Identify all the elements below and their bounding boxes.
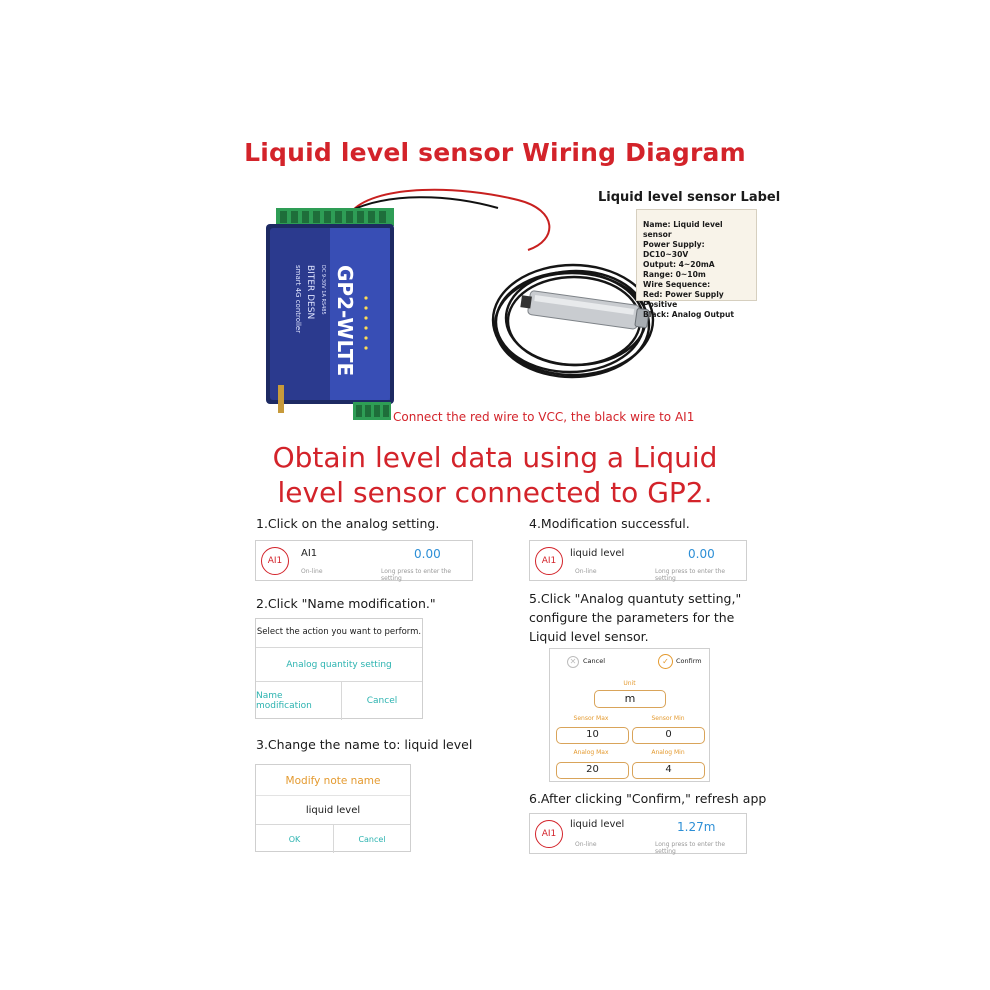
settings-cancel-button[interactable]: Cancel bbox=[583, 657, 606, 665]
sensor-label-card: Name: Liquid level sensor Power Supply: … bbox=[636, 209, 757, 319]
gp2-device: GP2-WLTE BITER DESN smart 4G controller … bbox=[266, 208, 394, 420]
level-sensor-probe bbox=[520, 290, 650, 330]
step-5-line-3: Liquid level sensor. bbox=[529, 629, 649, 644]
terminal-block-bottom bbox=[353, 402, 391, 420]
label-line: Power Supply: DC10~30V bbox=[643, 240, 705, 259]
ok-button[interactable]: OK bbox=[288, 834, 301, 844]
card-name: liquid level bbox=[570, 819, 625, 830]
cancel-button[interactable]: Cancel bbox=[366, 696, 398, 706]
sensor-min-label: Sensor Min bbox=[651, 715, 685, 722]
step-5-text: 5.Click "Analog quantuty setting," confi… bbox=[529, 589, 741, 646]
subtitle-line-1: Obtain level data using a Liquid bbox=[272, 441, 718, 474]
black-wire bbox=[347, 196, 499, 213]
antenna-connector bbox=[278, 385, 284, 413]
analog-max-field[interactable]: 20 bbox=[556, 762, 629, 779]
step-5-line-2: configure the parameters for the bbox=[529, 610, 735, 625]
analog-card-renamed[interactable]: AI1 liquid level 0.00 On-line Long press… bbox=[529, 540, 747, 582]
analog-card-ai1[interactable]: AI1 AI1 0.00 On-line Long press to enter… bbox=[255, 540, 473, 582]
label-line: Name: Liquid level sensor bbox=[643, 220, 723, 239]
card-hint: Long press to enter the setting bbox=[381, 568, 452, 582]
device-tagline-text: smart 4G controller bbox=[294, 265, 302, 333]
settings-confirm-button[interactable]: Confirm bbox=[676, 657, 702, 665]
rename-dialog-title: Modify note name bbox=[285, 775, 381, 787]
step-1-text: 1.Click on the analog setting. bbox=[256, 516, 440, 531]
card-hint: Long press to enter the setting bbox=[655, 841, 726, 855]
ai1-badge-icon: AI1 bbox=[535, 820, 563, 848]
analog-min-label: Analog Min bbox=[651, 749, 685, 756]
sensor-max-label: Sensor Max bbox=[573, 715, 609, 722]
ai1-badge-icon: AI1 bbox=[535, 547, 563, 575]
label-heading: Liquid level sensor Label bbox=[598, 190, 781, 205]
connect-note: Connect the red wire to VCC, the black w… bbox=[393, 410, 695, 424]
ai1-badge-icon: AI1 bbox=[261, 547, 289, 575]
unit-label: Unit bbox=[623, 680, 636, 687]
card-hint: Long press to enter the setting bbox=[655, 568, 726, 582]
device-brand-text: BITER DESN bbox=[305, 265, 315, 319]
label-line: Wire Sequence: bbox=[643, 280, 711, 289]
name-modification-button[interactable]: Name modification bbox=[256, 691, 312, 711]
label-line: Range: 0~10m bbox=[643, 270, 706, 279]
analog-card-result[interactable]: AI1 liquid level 1.27m On-line Long pres… bbox=[529, 813, 747, 855]
card-value: 1.27m bbox=[677, 820, 716, 834]
card-status: On-line bbox=[575, 841, 597, 848]
action-dialog: Select the action you want to perform. A… bbox=[255, 618, 423, 720]
analog-quantity-setting-button[interactable]: Analog quantity setting bbox=[286, 659, 392, 670]
step-6-text: 6.After clicking "Confirm," refresh app bbox=[529, 791, 767, 806]
red-wire bbox=[352, 188, 551, 251]
step-3-text: 3.Change the name to: liquid level bbox=[256, 737, 473, 752]
confirm-check-icon[interactable]: ✓ bbox=[658, 654, 673, 669]
cancel-x-icon[interactable]: ✕ bbox=[567, 656, 579, 668]
card-status: On-line bbox=[575, 568, 597, 575]
action-prompt: Select the action you want to perform. bbox=[256, 627, 422, 637]
label-line: Black: Analog Output bbox=[643, 310, 735, 319]
name-input[interactable]: liquid level bbox=[256, 795, 410, 824]
sensor-max-field[interactable]: 10 bbox=[556, 727, 629, 744]
rename-cancel-button[interactable]: Cancel bbox=[358, 834, 386, 844]
card-value: 0.00 bbox=[688, 547, 715, 561]
subtitle-line-2: level sensor connected to GP2. bbox=[277, 476, 713, 509]
card-status: On-line bbox=[301, 568, 323, 575]
wiring-illustration: GP2-WLTE BITER DESN smart 4G controller … bbox=[266, 188, 655, 420]
device-spec-text: DC 9-30V 1A RS485 bbox=[320, 265, 326, 315]
step-2-text: 2.Click "Name modification." bbox=[256, 596, 436, 611]
label-line: Red: Power Supply Positive bbox=[643, 290, 724, 309]
unit-field[interactable]: m bbox=[594, 690, 666, 708]
analog-settings-panel: ✕ Cancel ✓ Confirm Unit m Sensor Max Sen… bbox=[549, 648, 710, 782]
step-4-text: 4.Modification successful. bbox=[529, 516, 690, 531]
page-title: Liquid level sensor Wiring Diagram bbox=[244, 138, 746, 167]
step-5-line-1: 5.Click "Analog quantuty setting," bbox=[529, 591, 742, 606]
rename-dialog: Modify note name liquid level OK Cancel bbox=[255, 764, 411, 853]
analog-max-label: Analog Max bbox=[573, 749, 609, 756]
label-line: Output: 4~20mA bbox=[643, 260, 715, 269]
section-subtitle: Obtain level data using a Liquid level s… bbox=[0, 440, 990, 510]
card-name: AI1 bbox=[301, 548, 318, 559]
device-model-text: GP2-WLTE bbox=[333, 265, 357, 376]
card-value: 0.00 bbox=[414, 547, 441, 561]
analog-min-field[interactable]: 4 bbox=[632, 762, 705, 779]
card-name: liquid level bbox=[570, 548, 625, 559]
sensor-min-field[interactable]: 0 bbox=[632, 727, 705, 744]
